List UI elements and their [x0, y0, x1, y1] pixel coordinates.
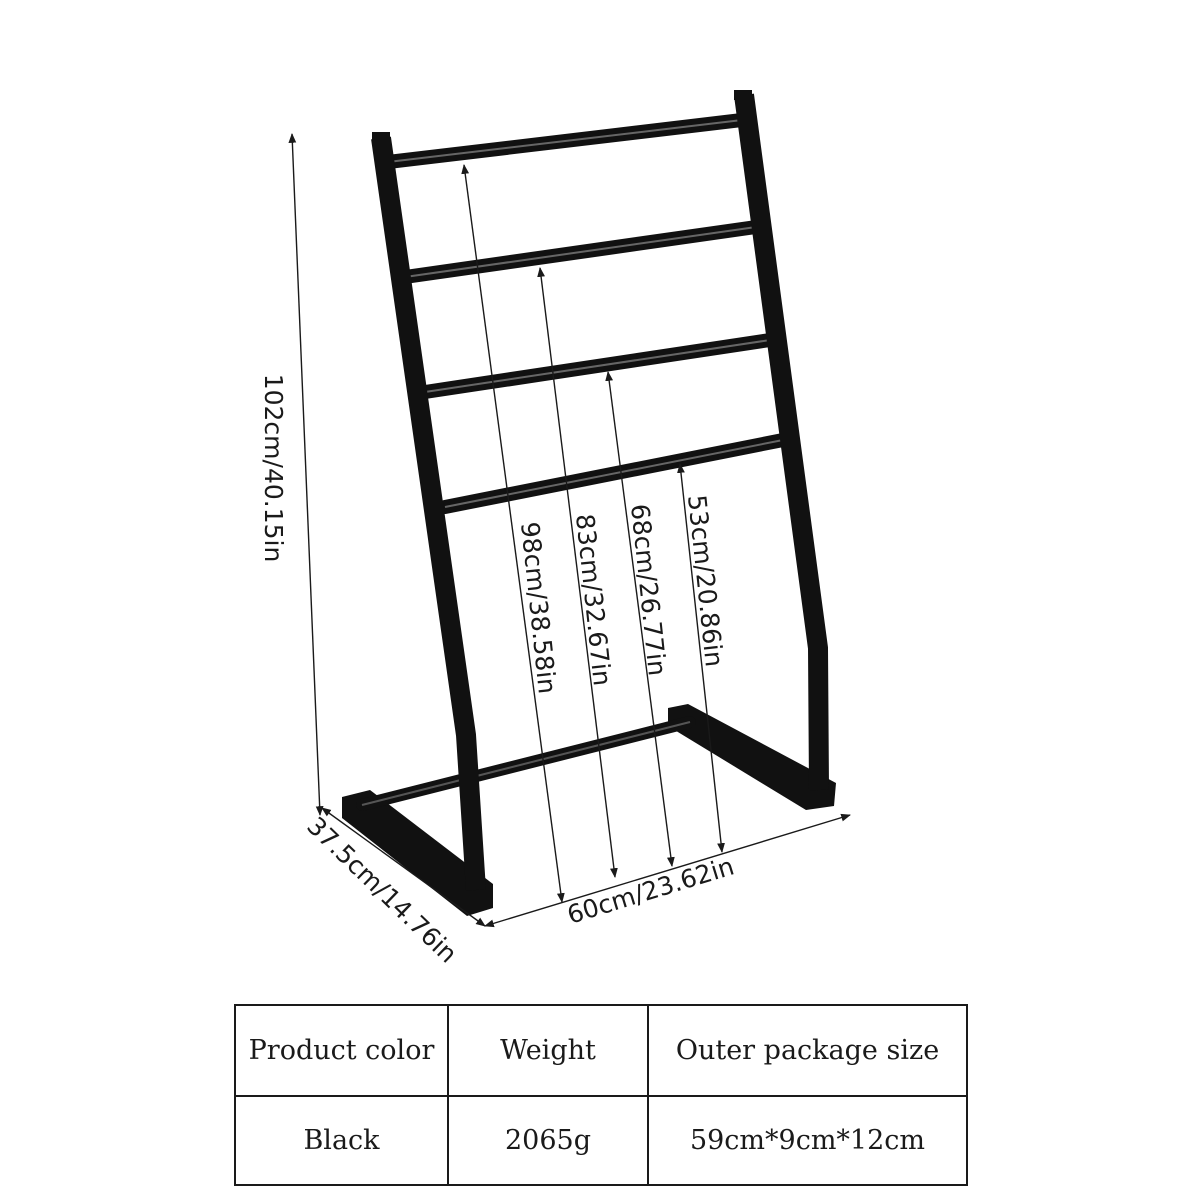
- bar-3-height-label: 68cm/26.77in: [625, 502, 672, 677]
- value-product-color: Black: [234, 1095, 449, 1186]
- header-product-color: Product color: [234, 1004, 449, 1097]
- bar-2-height-label: 83cm/32.67in: [570, 512, 617, 687]
- depth-dimension-line: [321, 807, 486, 927]
- towel-rack-dimension-diagram: 102cm/40.15in 37.5cm/14.76in 60cm/23.62i…: [259, 90, 851, 969]
- product-spec-table: Product color Weight Outer package size …: [234, 1004, 968, 1186]
- left-post: [371, 136, 486, 891]
- value-outer-package-size: 59cm*9cm*12cm: [647, 1095, 968, 1186]
- header-outer-package-size: Outer package size: [647, 1004, 968, 1097]
- towel-rack-illustration: [342, 90, 836, 916]
- bar-4-height-label: 53cm/20.86in: [682, 493, 729, 668]
- bar-4-height-line: [677, 463, 725, 853]
- width-dimension-line: [484, 813, 851, 928]
- right-post: [734, 93, 829, 791]
- table-row: Black 2065g 59cm*9cm*12cm: [234, 1095, 968, 1186]
- header-weight: Weight: [447, 1004, 649, 1097]
- height-label: 102cm/40.15in: [259, 374, 288, 563]
- bar-1-height-label: 98cm/38.58in: [515, 520, 562, 695]
- width-label: 60cm/23.62in: [564, 851, 738, 929]
- bar-3-height-line: [605, 371, 675, 867]
- height-dimension-line: [288, 133, 324, 816]
- dimension-lines: [288, 133, 851, 928]
- table-header-row: Product color Weight Outer package size: [234, 1004, 968, 1097]
- hanging-bars: [381, 113, 790, 514]
- value-weight: 2065g: [447, 1095, 649, 1186]
- bar-2-height-line: [537, 267, 618, 878]
